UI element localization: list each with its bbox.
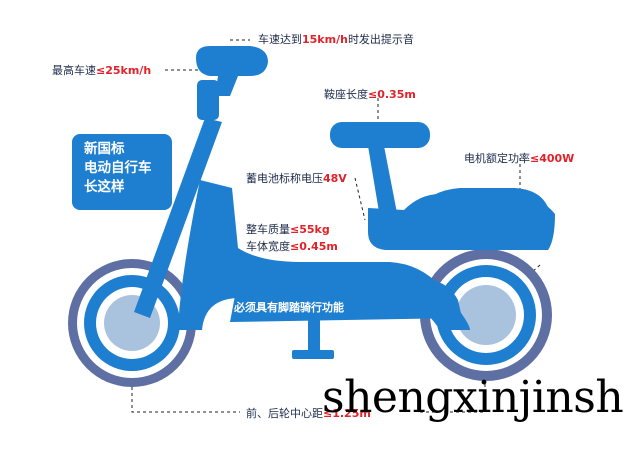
badge-line-3: 长这样: [84, 179, 125, 195]
front-fork: [134, 118, 222, 318]
badge-line-1: 新国标: [84, 141, 125, 157]
pedal-requirement-label: 必须具有脚踏骑行功能: [234, 301, 344, 314]
head-tube: [197, 80, 219, 120]
seat: [330, 122, 430, 148]
watermark: shengxinjinsh: [322, 372, 624, 423]
annotation-battery-voltage: 蓄电池标称电压48V: [246, 170, 347, 186]
annotation-motor-power: 电机额定功率≤400W: [464, 150, 574, 166]
pedal-crank: [308, 318, 320, 352]
seat-post: [368, 146, 398, 218]
width-label: 车体宽度: [246, 240, 290, 253]
battery-voltage-value: 48V: [323, 172, 347, 185]
leader-battery: [354, 177, 366, 221]
title-badge: 新国标 电动自行车 长这样: [72, 134, 172, 210]
badge-line-2: 电动自行车: [84, 160, 152, 176]
rear-fender: [410, 188, 550, 214]
seat-length-value: ≤0.35m: [368, 88, 416, 101]
pedal-assembly: [292, 318, 334, 359]
front-assembly: [134, 46, 268, 318]
max-speed-value: ≤25km/h: [96, 64, 152, 77]
weight-value: ≤55kg: [290, 223, 330, 236]
annotation-max-speed: 最高车速≤25km/h: [52, 62, 151, 78]
frame-base: [230, 280, 462, 322]
speed-alert-suffix: 时发出提示音: [347, 33, 414, 46]
width-value: ≤0.45m: [290, 240, 338, 253]
annotation-seat-length: 鞍座长度≤0.35m: [324, 86, 416, 102]
battery-voltage-label: 蓄电池标称电压: [246, 172, 323, 185]
annotation-weight: 整车质量≤55kg: [246, 221, 330, 237]
motor-power-label: 电机额定功率: [464, 152, 530, 165]
weight-label: 整车质量: [246, 223, 290, 236]
rear-wheel: [420, 249, 552, 381]
motor-power-value: ≤400W: [530, 152, 575, 165]
speed-alert-label: 车速达到: [258, 33, 302, 46]
front-wheel: [68, 259, 196, 387]
annotation-speed-alert: 车速达到15km/h时发出提示音: [258, 31, 414, 47]
pedal: [292, 350, 334, 359]
annotation-wheelbase: 前、后轮中心距≤1.25m: [246, 405, 371, 421]
wheelbase-label: 前、后轮中心距: [246, 407, 323, 420]
wheelbase-value: ≤1.25m: [323, 407, 371, 420]
seat-length-label: 鞍座长度: [324, 88, 368, 101]
speed-alert-value: 15km/h: [302, 33, 348, 46]
handlebar: [196, 46, 268, 96]
annotation-width: 车体宽度≤0.45m: [246, 238, 338, 254]
max-speed-label: 最高车速: [52, 64, 96, 77]
seat-assembly: [330, 122, 430, 218]
